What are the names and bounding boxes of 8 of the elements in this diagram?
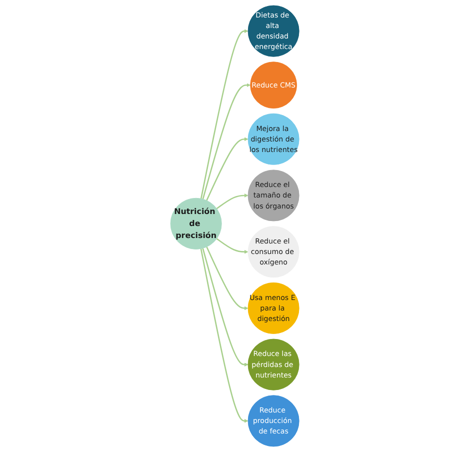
- arrow: [202, 83, 251, 200]
- arrow: [206, 246, 248, 310]
- arrow: [202, 248, 248, 366]
- arrow: [206, 137, 248, 201]
- arrow: [200, 248, 248, 423]
- arrow: [216, 238, 248, 254]
- arrow: [216, 194, 248, 210]
- arrow: [200, 29, 248, 199]
